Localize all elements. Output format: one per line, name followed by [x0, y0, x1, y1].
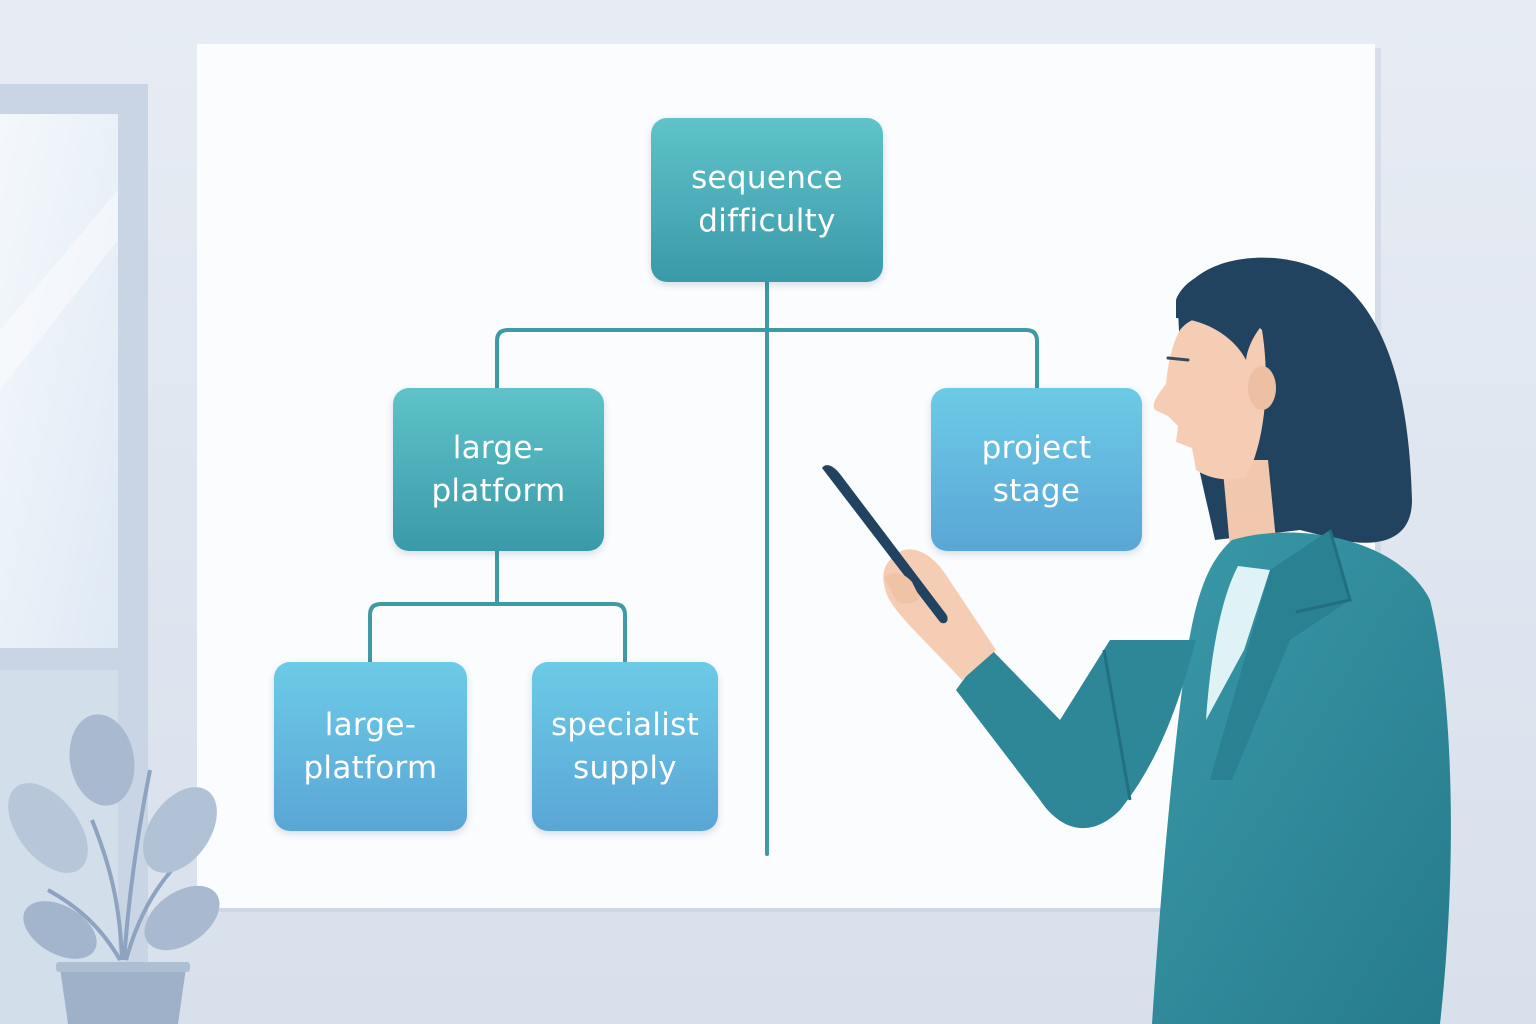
connector-lines	[368, 279, 1039, 856]
node-root: sequence difficulty	[651, 118, 883, 282]
node-left: large- platform	[393, 388, 604, 551]
node-left-right: specialist supply	[532, 662, 718, 831]
node-right: project stage	[931, 388, 1142, 551]
potted-plant	[8, 714, 220, 1024]
connector-root-left	[495, 328, 769, 390]
connector-left-children	[368, 548, 627, 664]
node-left-left: large- platform	[274, 662, 467, 831]
connector-root-right	[765, 328, 1039, 390]
stylus	[822, 465, 948, 624]
window	[0, 84, 148, 1024]
presenter-woman	[822, 257, 1451, 1024]
